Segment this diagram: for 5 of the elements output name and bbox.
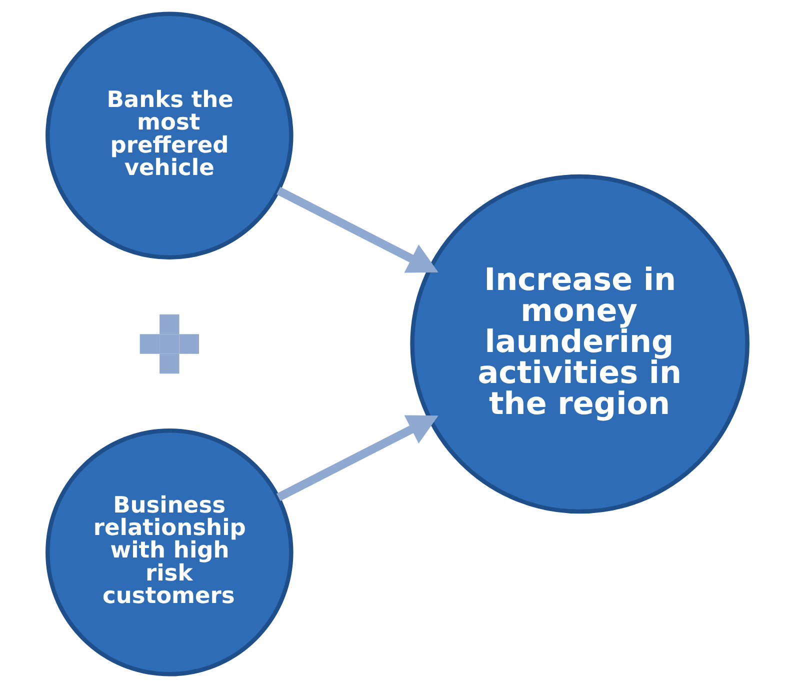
arrow — [276, 415, 438, 502]
node-circle: Banks the most preffered vehicle — [46, 12, 294, 260]
arrow — [276, 186, 438, 273]
node-circle: Increase in money laundering activities in the region — [410, 174, 750, 514]
node-circle: Business relationship with high risk customers — [46, 428, 294, 676]
